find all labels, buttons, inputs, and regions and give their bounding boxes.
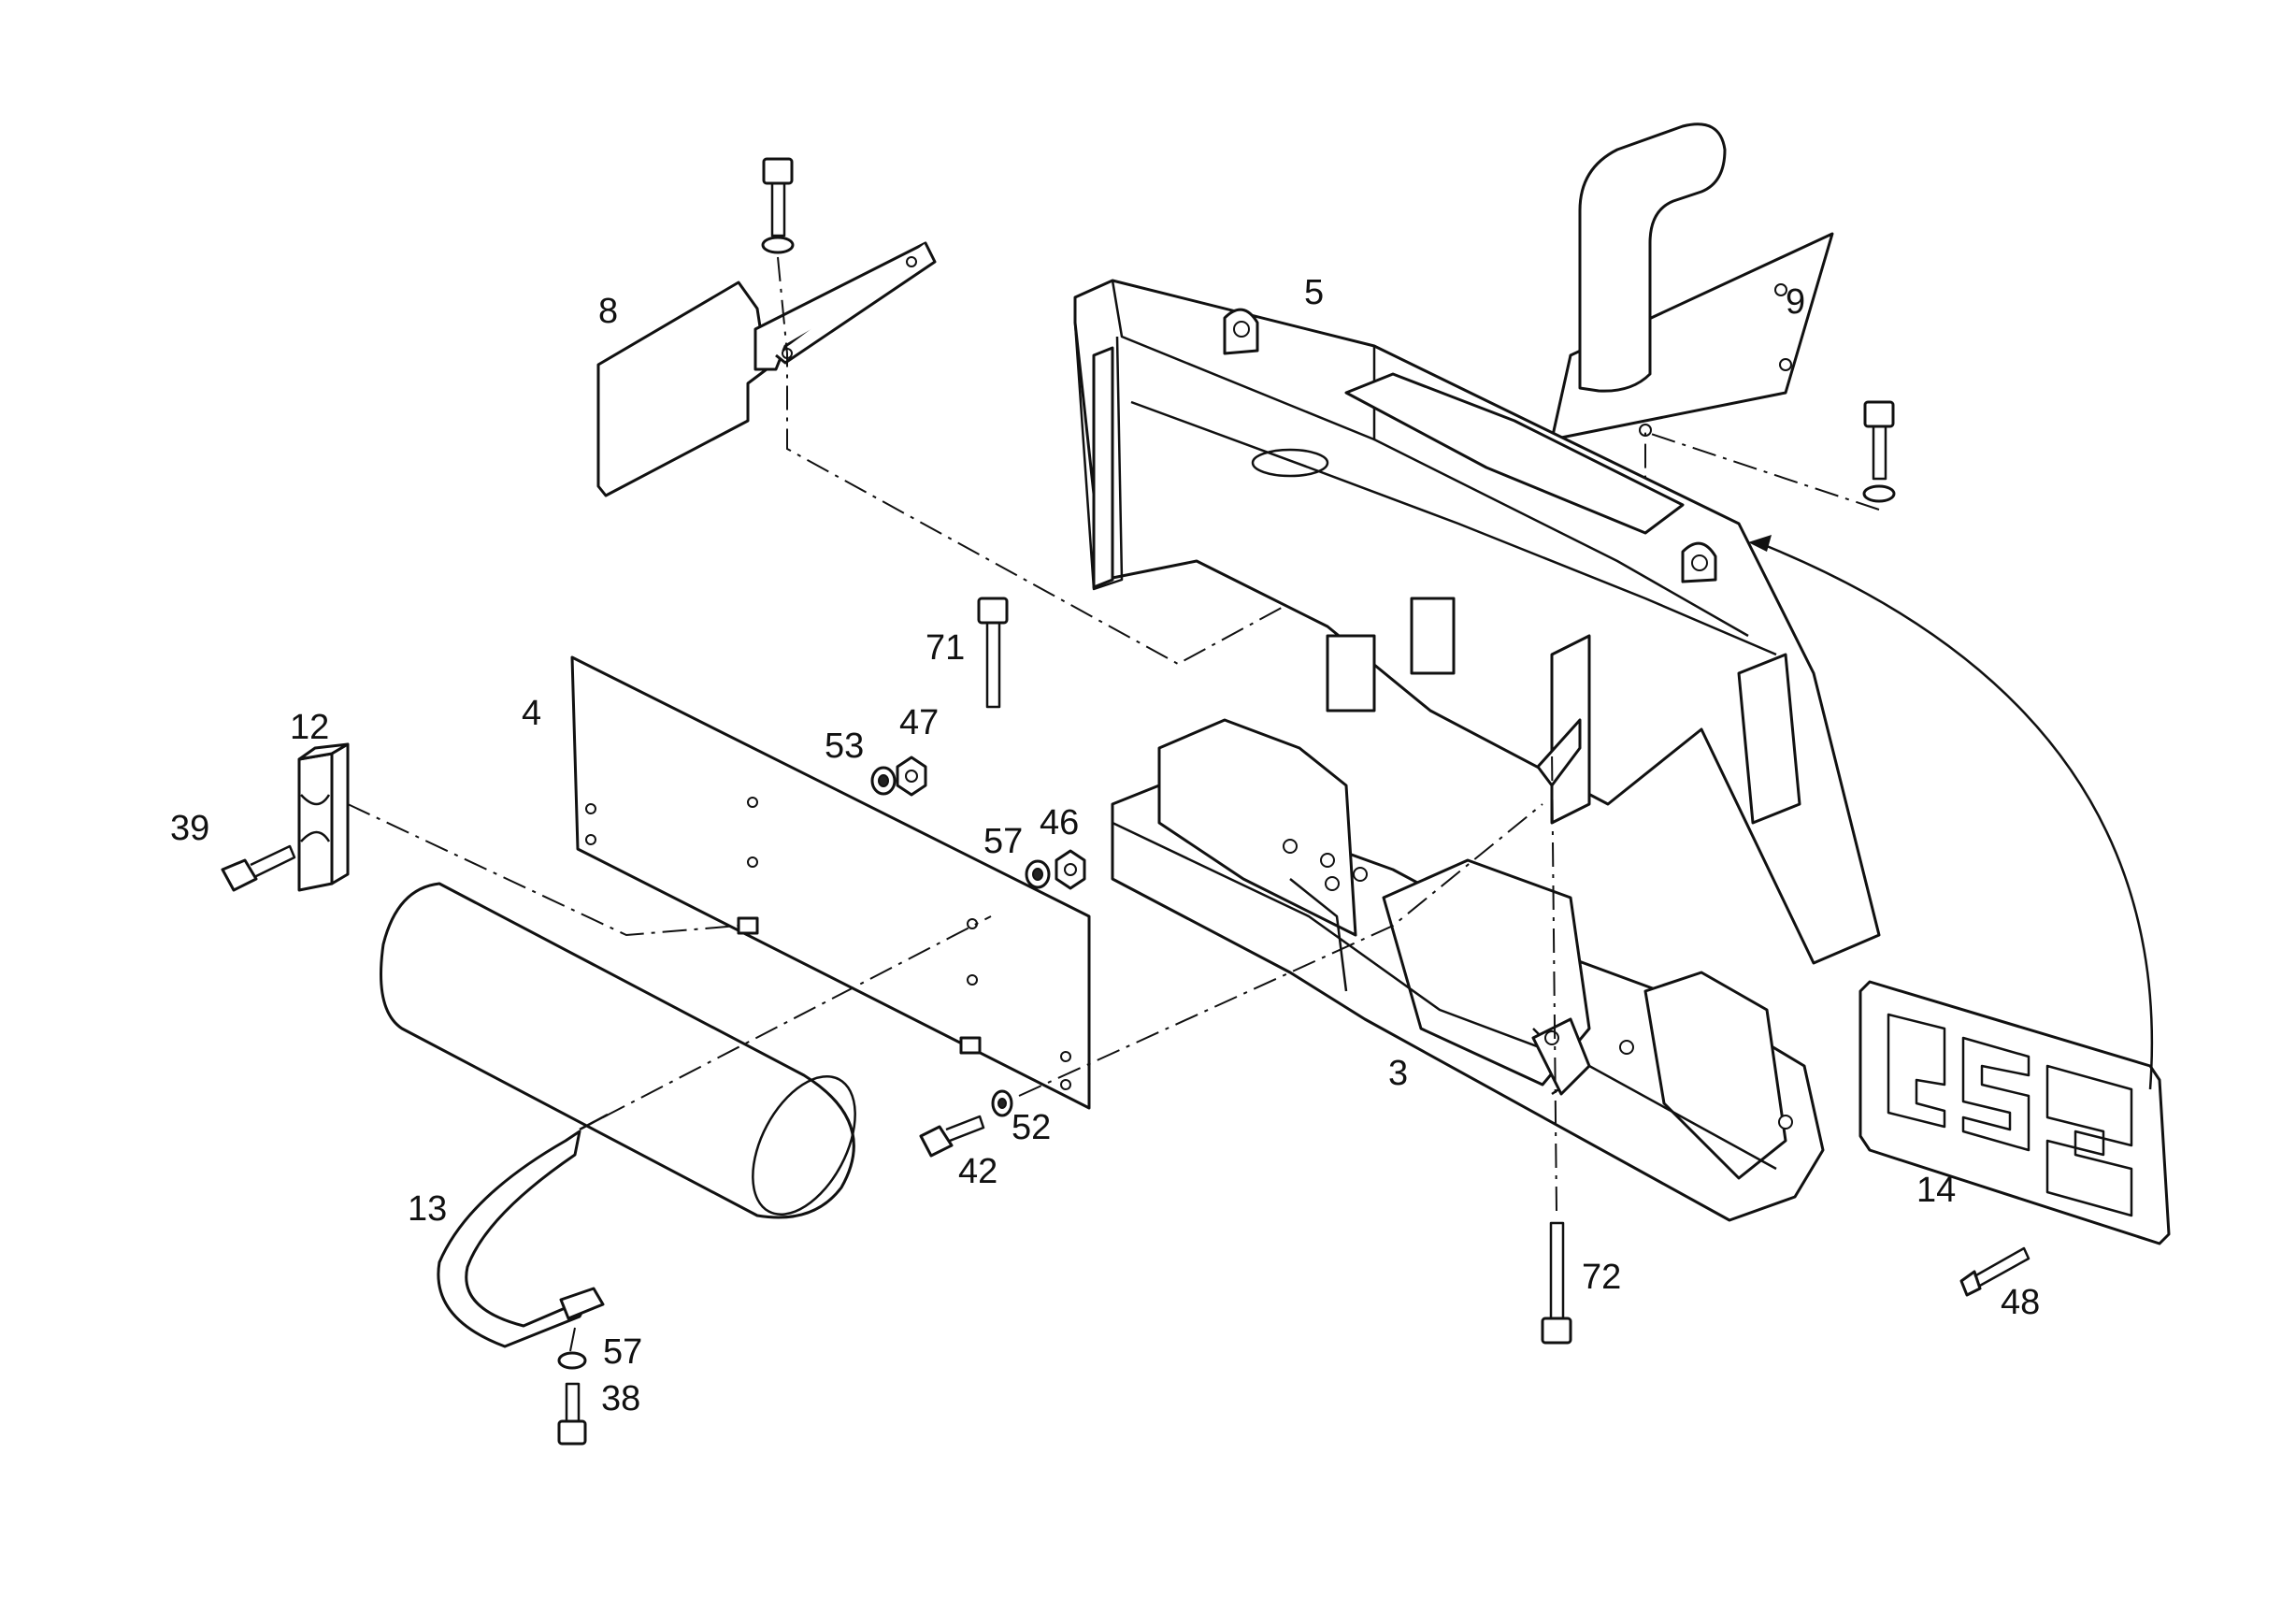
bolt-72-icon: [1541, 1221, 1572, 1345]
washer-57-lower-icon: [557, 1351, 587, 1370]
bolt-icon: [761, 157, 795, 254]
callout-57-upper: 57: [983, 822, 1023, 861]
callout-12: 12: [290, 708, 329, 747]
part-9-exhaust-pipe: [1550, 122, 1834, 441]
callout-71: 71: [926, 628, 965, 668]
callout-47: 47: [899, 703, 939, 742]
part-13-strap: [437, 1113, 609, 1348]
callout-4: 4: [522, 694, 541, 733]
washer-53-icon: [870, 766, 897, 796]
bolt-icon: [1862, 400, 1896, 503]
callout-53: 53: [825, 727, 864, 766]
callout-57-lower: 57: [603, 1332, 642, 1372]
part-3-counterweight: [1111, 718, 1825, 1222]
callout-39: 39: [170, 809, 209, 848]
callout-9: 9: [1786, 282, 1805, 322]
callout-52: 52: [1012, 1108, 1051, 1147]
callout-38: 38: [601, 1379, 640, 1418]
bolt-42-icon: [919, 1115, 985, 1158]
arrowhead-icon: [1748, 535, 1772, 552]
callout-46: 46: [1040, 803, 1079, 842]
callout-3: 3: [1388, 1054, 1408, 1093]
callout-42: 42: [958, 1152, 997, 1191]
callout-72: 72: [1582, 1258, 1621, 1297]
cylinder-tank: [380, 882, 856, 1219]
part-8-bracket-plate: [596, 241, 937, 497]
callout-14: 14: [1916, 1171, 1956, 1210]
part-12-block: [297, 742, 350, 892]
bolt-38-icon: [557, 1382, 587, 1446]
part-14-emblem: [1858, 980, 2171, 1245]
screw-48-icon: [1959, 1246, 2031, 1297]
callout-48: 48: [2001, 1283, 2040, 1322]
washer-52-icon: [991, 1089, 1013, 1117]
part-5-main-frame: [1073, 279, 1881, 965]
washer-57-icon: [1025, 859, 1051, 889]
nut-47-icon: [896, 756, 927, 797]
arrow-emblem-to-frame: [1757, 540, 2154, 1090]
callout-8: 8: [598, 292, 618, 331]
part-4-plate: [570, 655, 1091, 1110]
callout-5: 5: [1304, 273, 1324, 312]
callout-13: 13: [408, 1189, 447, 1229]
nut-46-icon: [1055, 849, 1086, 890]
bolt-71-icon: [977, 597, 1009, 709]
bolt-39-icon: [221, 844, 296, 892]
